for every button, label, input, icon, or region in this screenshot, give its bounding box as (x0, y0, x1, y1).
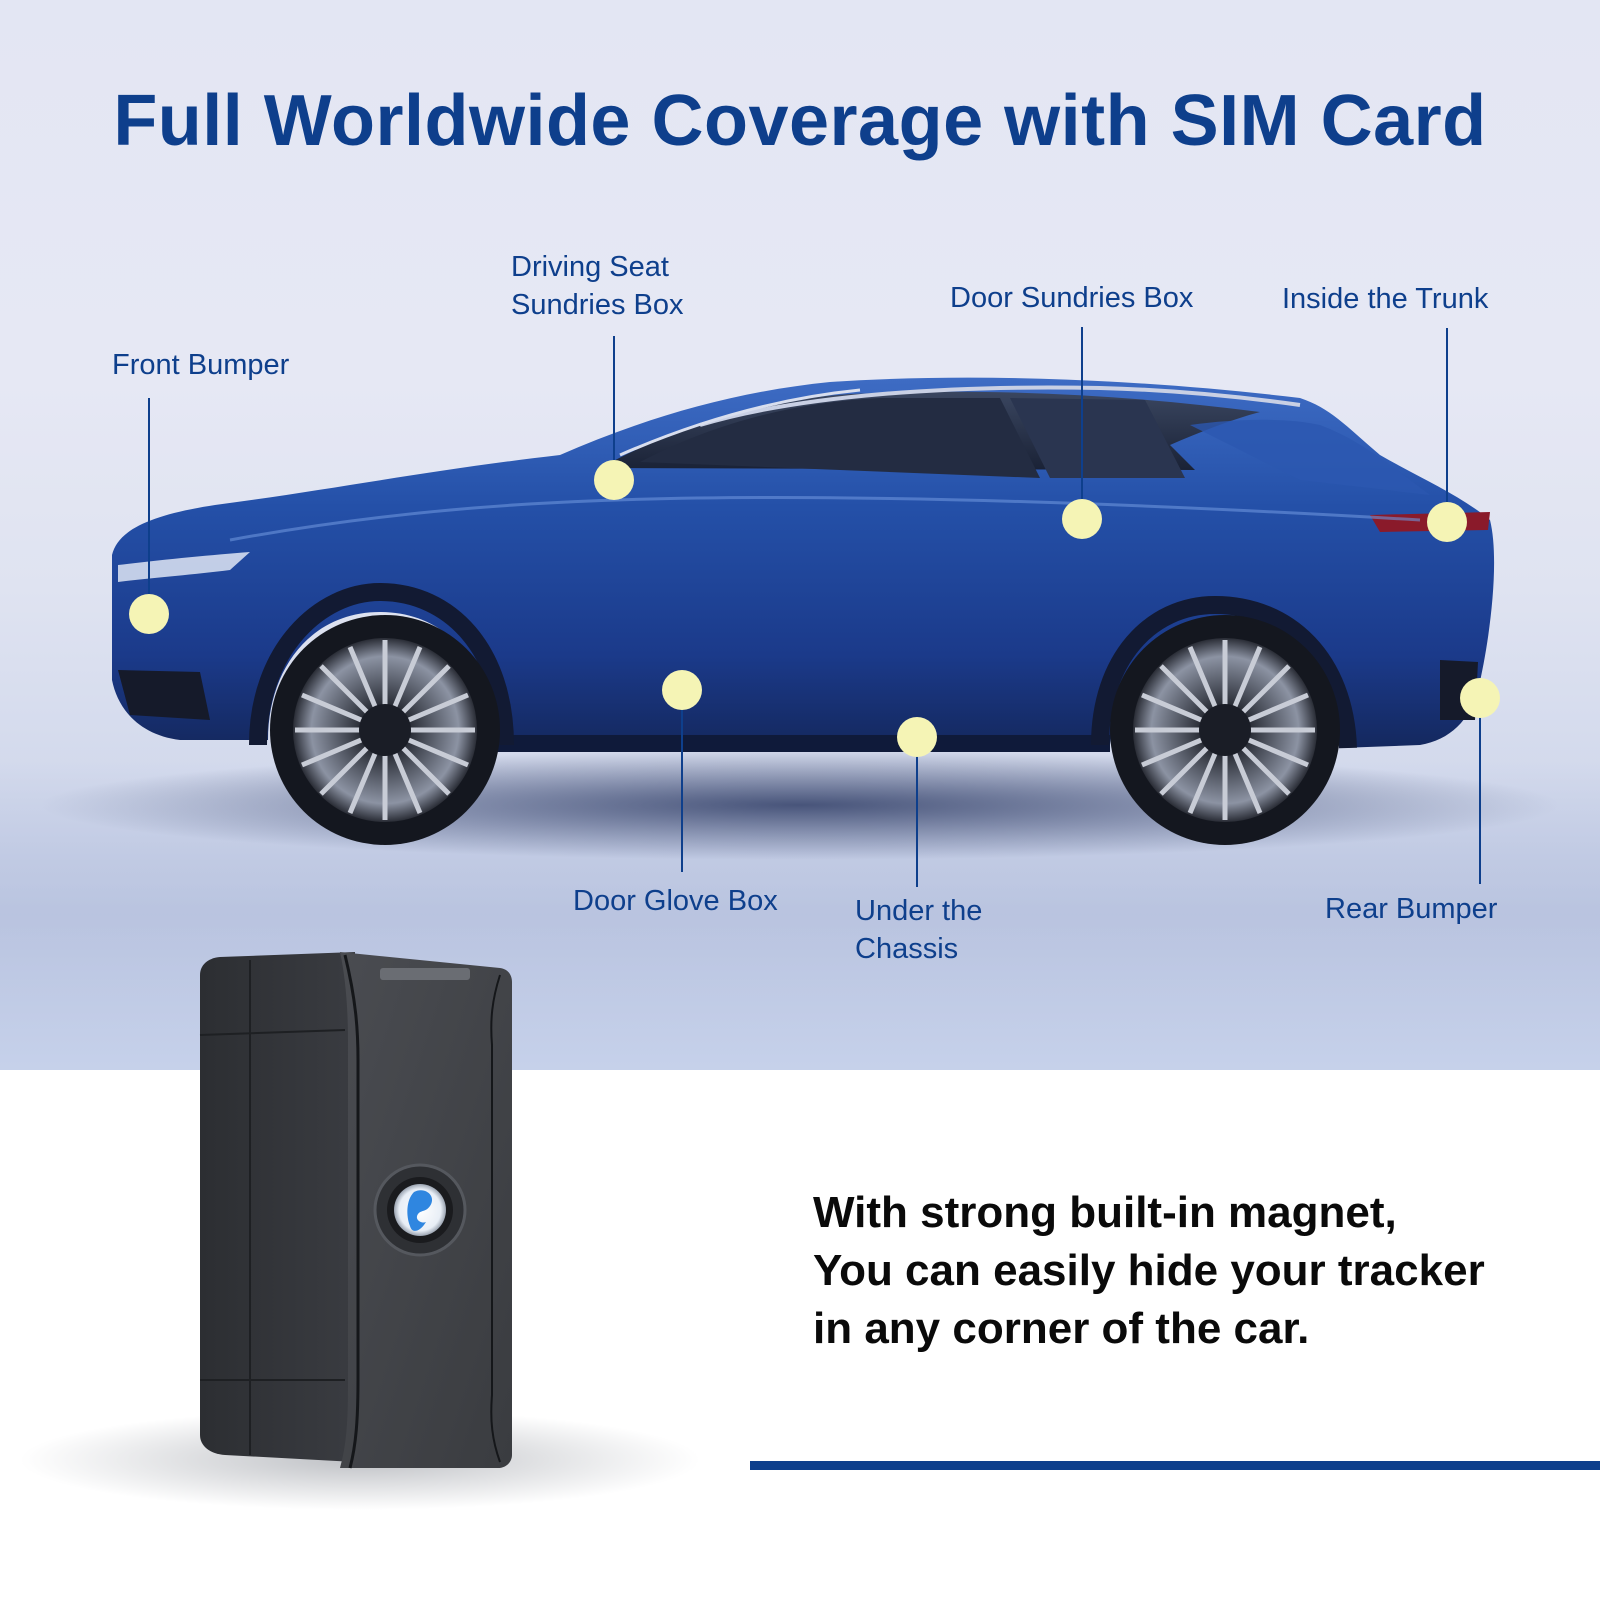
page-title: Full Worldwide Coverage with SIM Card (113, 81, 1487, 161)
front-wheel (270, 615, 500, 845)
feature-caption: With strong built-in magnet, You can eas… (813, 1184, 1573, 1358)
leader-line-door-glove (681, 690, 683, 872)
label-door-glove-box: Door Glove Box (573, 885, 778, 917)
marker-trunk (1427, 502, 1467, 542)
leader-line-chassis (916, 737, 918, 887)
caption-line-2: You can easily hide your tracker (813, 1246, 1485, 1295)
caption-line-1: With strong built-in magnet, (813, 1188, 1397, 1237)
marker-door-sundries (1062, 499, 1102, 539)
accent-divider (750, 1461, 1600, 1470)
leader-line-door-sundries (1081, 327, 1083, 519)
marker-chassis (897, 717, 937, 757)
label-front-bumper: Front Bumper (112, 349, 290, 381)
marker-driving-seat (594, 460, 634, 500)
leader-line-front-bumper (148, 398, 150, 614)
marker-rear-bumper (1460, 678, 1500, 718)
rear-wheel (1110, 615, 1340, 845)
label-under-the-chassis: Under the Chassis (855, 895, 983, 965)
label-door-sundries-box: Door Sundries Box (950, 282, 1194, 314)
caption-line-3: in any corner of the car. (813, 1304, 1310, 1353)
marker-front-bumper (129, 594, 169, 634)
leader-line-trunk (1446, 328, 1448, 522)
marker-door-glove (662, 670, 702, 710)
car-illustration (40, 377, 1560, 860)
label-inside-the-trunk: Inside the Trunk (1282, 283, 1489, 315)
leader-line-rear-bumper (1479, 698, 1481, 884)
leader-line-driving-seat (613, 336, 615, 480)
location-pin-logo-icon (407, 1190, 433, 1231)
label-rear-bumper: Rear Bumper (1325, 893, 1498, 925)
label-driving-seat-sundries-box: Driving Seat Sundries Box (511, 251, 684, 321)
